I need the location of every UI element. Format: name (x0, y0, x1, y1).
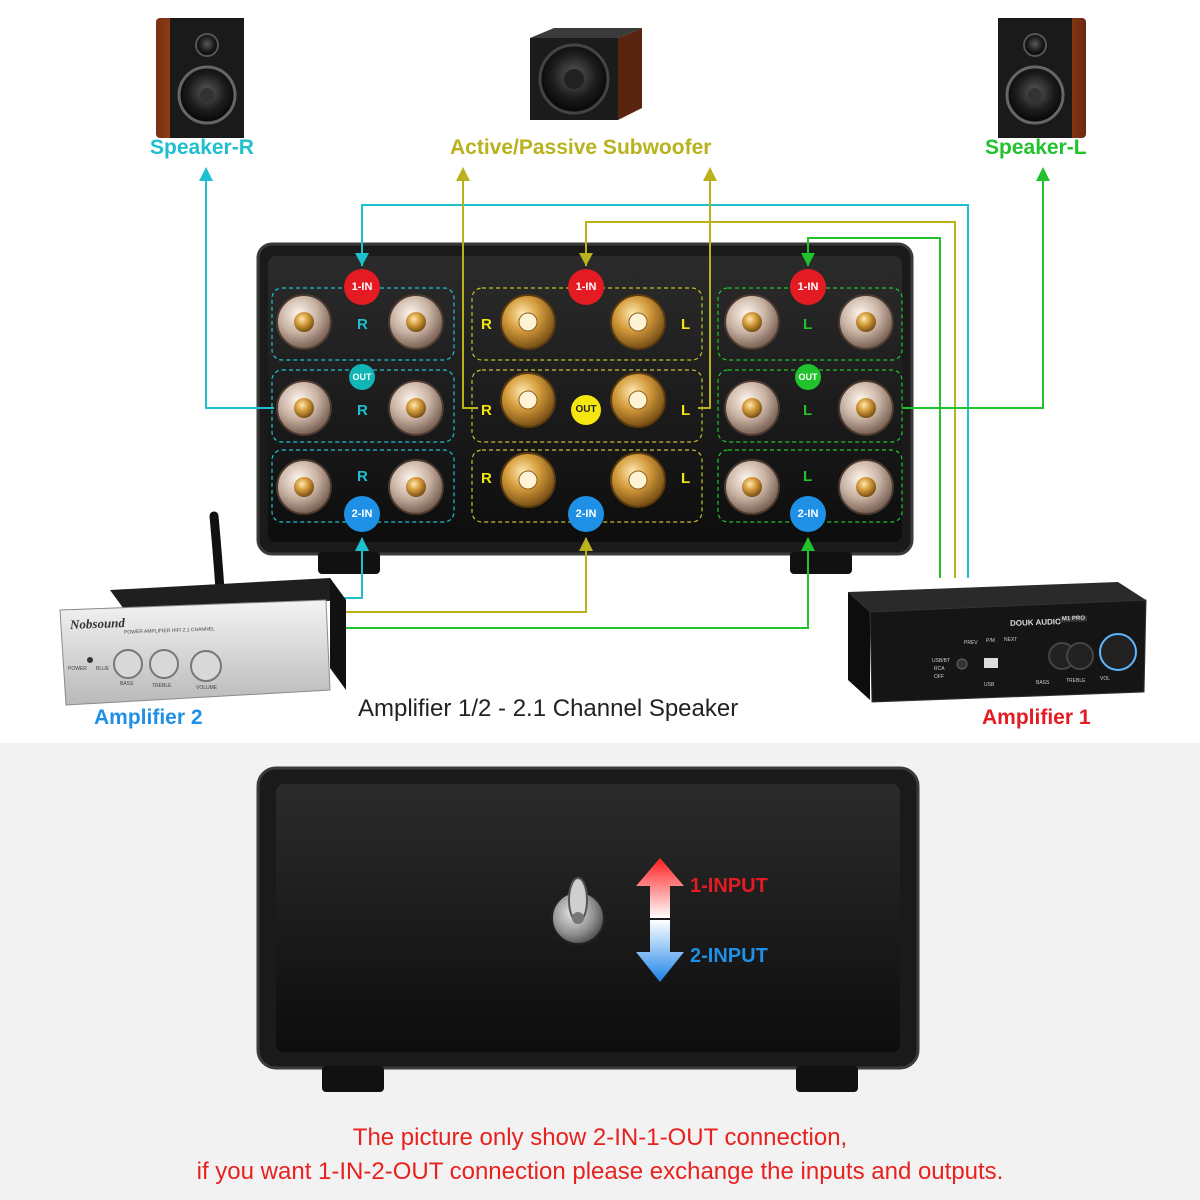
amplifier-1-label: Amplifier 1 (982, 706, 1091, 729)
amp2-knob-label: VOLUME (196, 685, 218, 691)
amp2-brand: Nobsound (69, 615, 126, 632)
amp1-usb-label: USB (984, 682, 995, 688)
amplifier-1-image (848, 582, 1147, 703)
amp2-knob-label: BASS (120, 681, 134, 687)
amp1-knob-label: TREBLE (1066, 678, 1086, 684)
diagram-caption: Amplifier 1/2 - 2.1 Channel Speaker (358, 695, 739, 722)
speaker-right-image (156, 18, 244, 138)
arrow-up-icon (636, 858, 684, 918)
amp1-knob-label: VOL (1100, 676, 1111, 682)
badge-circles (344, 269, 826, 532)
channel-label-r: R (357, 402, 368, 419)
arrowheads (199, 167, 1050, 551)
amp1-source-label: USB/BT (932, 658, 951, 664)
subwoofer-image (530, 28, 642, 120)
badge-out-sub: OUT (575, 404, 597, 415)
amp1-button-label: PREV (964, 640, 978, 646)
amp1-knob-label: BASS (1036, 680, 1050, 686)
switch-up-label: 1-INPUT (690, 875, 768, 897)
amp2-bt-label: BLUE (96, 666, 110, 672)
amp1-brand: DOUK AUDIO (1009, 617, 1062, 628)
channel-label-r: R (481, 402, 492, 419)
notice-line-2: if you want 1-IN-2-OUT connection please… (196, 1158, 1004, 1185)
amp1-button-label: NEXT (1004, 637, 1018, 643)
switch-down-label: 2-INPUT (690, 945, 768, 967)
subwoofer-label: Active/Passive Subwoofer (450, 136, 712, 159)
channel-label-l: L (681, 470, 691, 487)
binding-posts-right (276, 294, 444, 515)
wiring-subwoofer (340, 180, 956, 613)
amplifier-2-image (59, 511, 346, 706)
speaker-l-label: Speaker-L (985, 136, 1087, 159)
badge-2-in-sub: 2-IN (575, 508, 597, 520)
badge-1-in-left: 1-IN (797, 281, 819, 293)
channel-label-l: L (681, 316, 691, 333)
speaker-r-label: Speaker-R (150, 136, 254, 159)
notice-line-1: The picture only show 2-IN-1-OUT connect… (352, 1124, 848, 1151)
toggle-switch-icon (551, 877, 605, 945)
badge-2-in-right: 2-IN (351, 508, 373, 520)
badge-out-left: OUT (798, 372, 818, 382)
amp2-knob-label: TREBLE (152, 683, 172, 689)
amp1-source-label: OFF (934, 674, 944, 680)
channel-label-r: R (357, 468, 368, 485)
amp2-power-label: POWER (68, 666, 87, 672)
channel-label-r: R (481, 470, 492, 487)
badge-2-in-left: 2-IN (797, 508, 819, 520)
amp1-model: M1 PRO (1059, 615, 1088, 623)
channel-label-r: R (357, 316, 368, 333)
speaker-left-image (998, 18, 1086, 138)
channel-label-l: L (803, 468, 813, 485)
channel-label-r: R (481, 316, 492, 333)
badge-out-right: OUT (352, 372, 372, 382)
binding-posts-left (724, 294, 894, 515)
channel-label-l: L (803, 402, 813, 419)
amp1-button-label: P/M (986, 638, 995, 644)
arrow-down-icon (636, 920, 684, 982)
wiring-speaker-r (205, 180, 969, 599)
rca-jacks-subwoofer (500, 294, 666, 508)
amplifier-2-label: Amplifier 2 (94, 706, 203, 729)
wiring-speaker-l (340, 180, 1044, 629)
channel-label-l: L (681, 402, 691, 419)
badge-1-in-right: 1-IN (351, 281, 373, 293)
channel-label-l: L (803, 316, 813, 333)
amp1-source-label: RCA (934, 666, 945, 672)
badge-1-in-sub: 1-IN (575, 281, 597, 293)
